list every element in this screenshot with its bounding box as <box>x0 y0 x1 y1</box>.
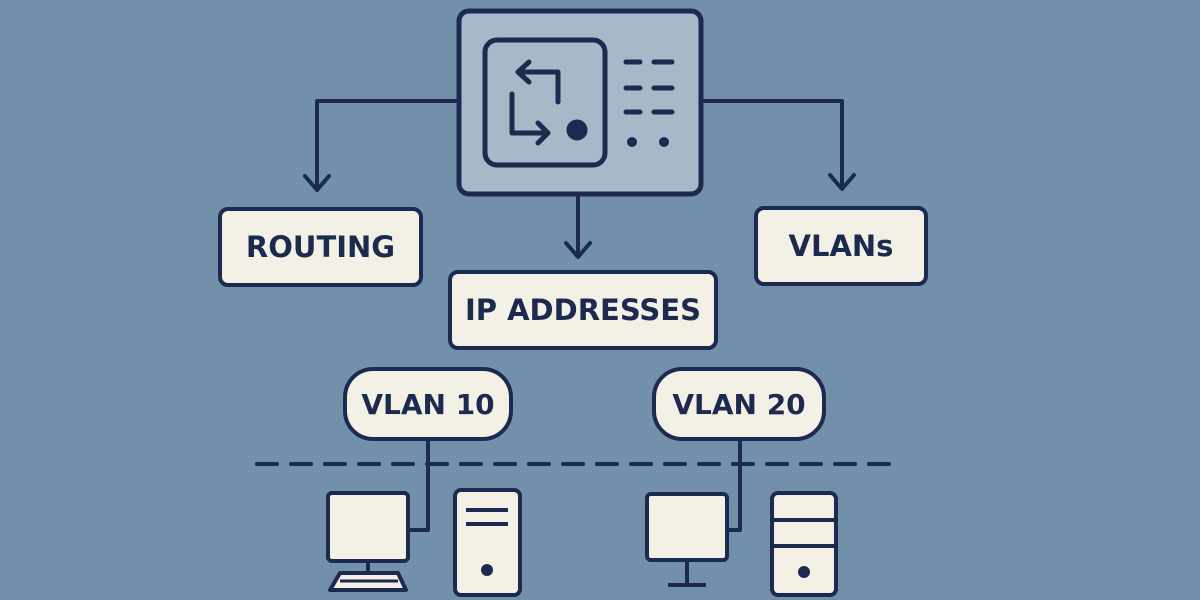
connector-router-vlans <box>698 99 844 188</box>
vlan10-label: VLAN 10 <box>361 387 495 421</box>
router-switch-icon <box>456 8 704 197</box>
connector-router-routing <box>315 99 462 189</box>
router-status-dot <box>566 119 588 141</box>
arrowhead-vlans <box>828 173 856 191</box>
vlans-box: VLANs <box>754 206 928 286</box>
vlan10-desktop-computer-icon <box>326 491 410 592</box>
vlan20-pill: VLAN 20 <box>652 367 826 441</box>
routing-arrows-icon <box>509 59 561 146</box>
vlans-label: VLANs <box>788 229 894 263</box>
vlan10-server-tower-icon <box>453 488 522 597</box>
routing-label: ROUTING <box>245 230 396 264</box>
router-port-indicators <box>623 59 675 115</box>
ip-addresses-label: IP ADDRESSES <box>464 293 702 327</box>
routing-box: ROUTING <box>218 207 423 287</box>
arrowhead-ip <box>564 241 592 259</box>
vlan20-server-tower-icon <box>770 491 838 597</box>
vlan10-drop-line <box>406 439 430 532</box>
arrowhead-routing <box>303 174 331 192</box>
vlan20-drop-line <box>725 439 742 532</box>
ip-addresses-box: IP ADDRESSES <box>448 270 718 350</box>
vlan20-desktop-computer-icon <box>645 492 729 587</box>
vlan20-label: VLAN 20 <box>672 387 806 421</box>
vlan10-pill: VLAN 10 <box>343 367 513 441</box>
